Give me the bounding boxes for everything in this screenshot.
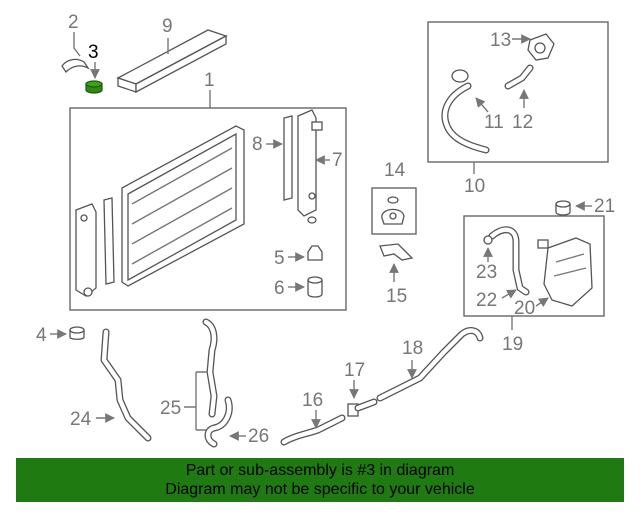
label-20: 20: [514, 298, 535, 319]
label-6: 6: [274, 278, 285, 299]
label-15: 15: [386, 286, 407, 307]
label-23: 23: [476, 262, 497, 283]
label-9: 9: [162, 16, 173, 37]
part-24-hose[interactable]: [100, 328, 152, 442]
part-14-box: [371, 187, 417, 235]
part-3-highlighted-cap[interactable]: [85, 80, 103, 94]
part-5-mount[interactable]: [307, 245, 323, 261]
label-7: 7: [332, 150, 343, 171]
label-12: 12: [512, 112, 533, 133]
leader-25: [184, 371, 208, 431]
label-22: 22: [476, 290, 497, 311]
part-8-side-seal[interactable]: [283, 115, 293, 201]
part-21-cap[interactable]: [555, 200, 571, 216]
label-26: 26: [248, 426, 269, 447]
label-18: 18: [402, 338, 423, 359]
banner-line-1: Part or sub-assembly is #3 in diagram: [185, 462, 455, 479]
part-7-side-tank[interactable]: [297, 109, 323, 224]
label-1: 1: [204, 70, 215, 91]
label-10: 10: [464, 176, 485, 197]
part-11-upper-hose[interactable]: [441, 69, 490, 154]
part-9-seal-strip[interactable]: [116, 29, 228, 94]
label-14: 14: [384, 160, 406, 181]
label-3: 3: [88, 42, 99, 63]
label-11: 11: [484, 112, 504, 133]
leader-20: [535, 297, 549, 307]
label-21: 21: [594, 196, 615, 217]
part-16-hose[interactable]: [280, 414, 346, 446]
part-13-filler-neck[interactable]: [527, 33, 555, 61]
label-25: 25: [160, 398, 181, 419]
banner-line-2: Diagram may not be specific to your vehi…: [165, 481, 475, 498]
leader-22: [501, 289, 517, 299]
part-17-connector[interactable]: [347, 398, 378, 417]
part-20-reservoir-tank[interactable]: [537, 237, 593, 307]
label-2: 2: [68, 12, 79, 33]
part-12-hose-connector[interactable]: [504, 64, 534, 90]
upper-hose-box: [427, 21, 609, 163]
leader-2: [73, 32, 81, 57]
part-25-hose[interactable]: [202, 318, 218, 418]
label-4: 4: [36, 325, 47, 346]
part-22-overflow-hose[interactable]: [488, 226, 530, 296]
part-23-clamp[interactable]: [483, 235, 493, 245]
part-26-hose[interactable]: [204, 396, 233, 448]
part-15-bracket[interactable]: [379, 243, 414, 261]
label-17: 17: [344, 360, 365, 381]
label-13: 13: [490, 30, 511, 51]
part-14-cap[interactable]: [381, 196, 405, 225]
part-1-radiator[interactable]: [75, 125, 245, 297]
part-2-clip[interactable]: [61, 58, 90, 74]
leader-11: [475, 97, 489, 113]
label-19: 19: [502, 334, 523, 355]
label-8: 8: [252, 134, 263, 155]
label-24: 24: [70, 409, 92, 430]
part-4-cap[interactable]: [69, 326, 85, 340]
label-5: 5: [274, 248, 285, 269]
reservoir-box: [463, 215, 605, 317]
info-banner: Part or sub-assembly is #3 in diagram Di…: [16, 458, 624, 502]
radiator-assembly-box: [69, 107, 347, 311]
label-16: 16: [302, 390, 323, 411]
part-18-hose[interactable]: [376, 327, 484, 402]
part-6-bushing[interactable]: [307, 276, 323, 298]
